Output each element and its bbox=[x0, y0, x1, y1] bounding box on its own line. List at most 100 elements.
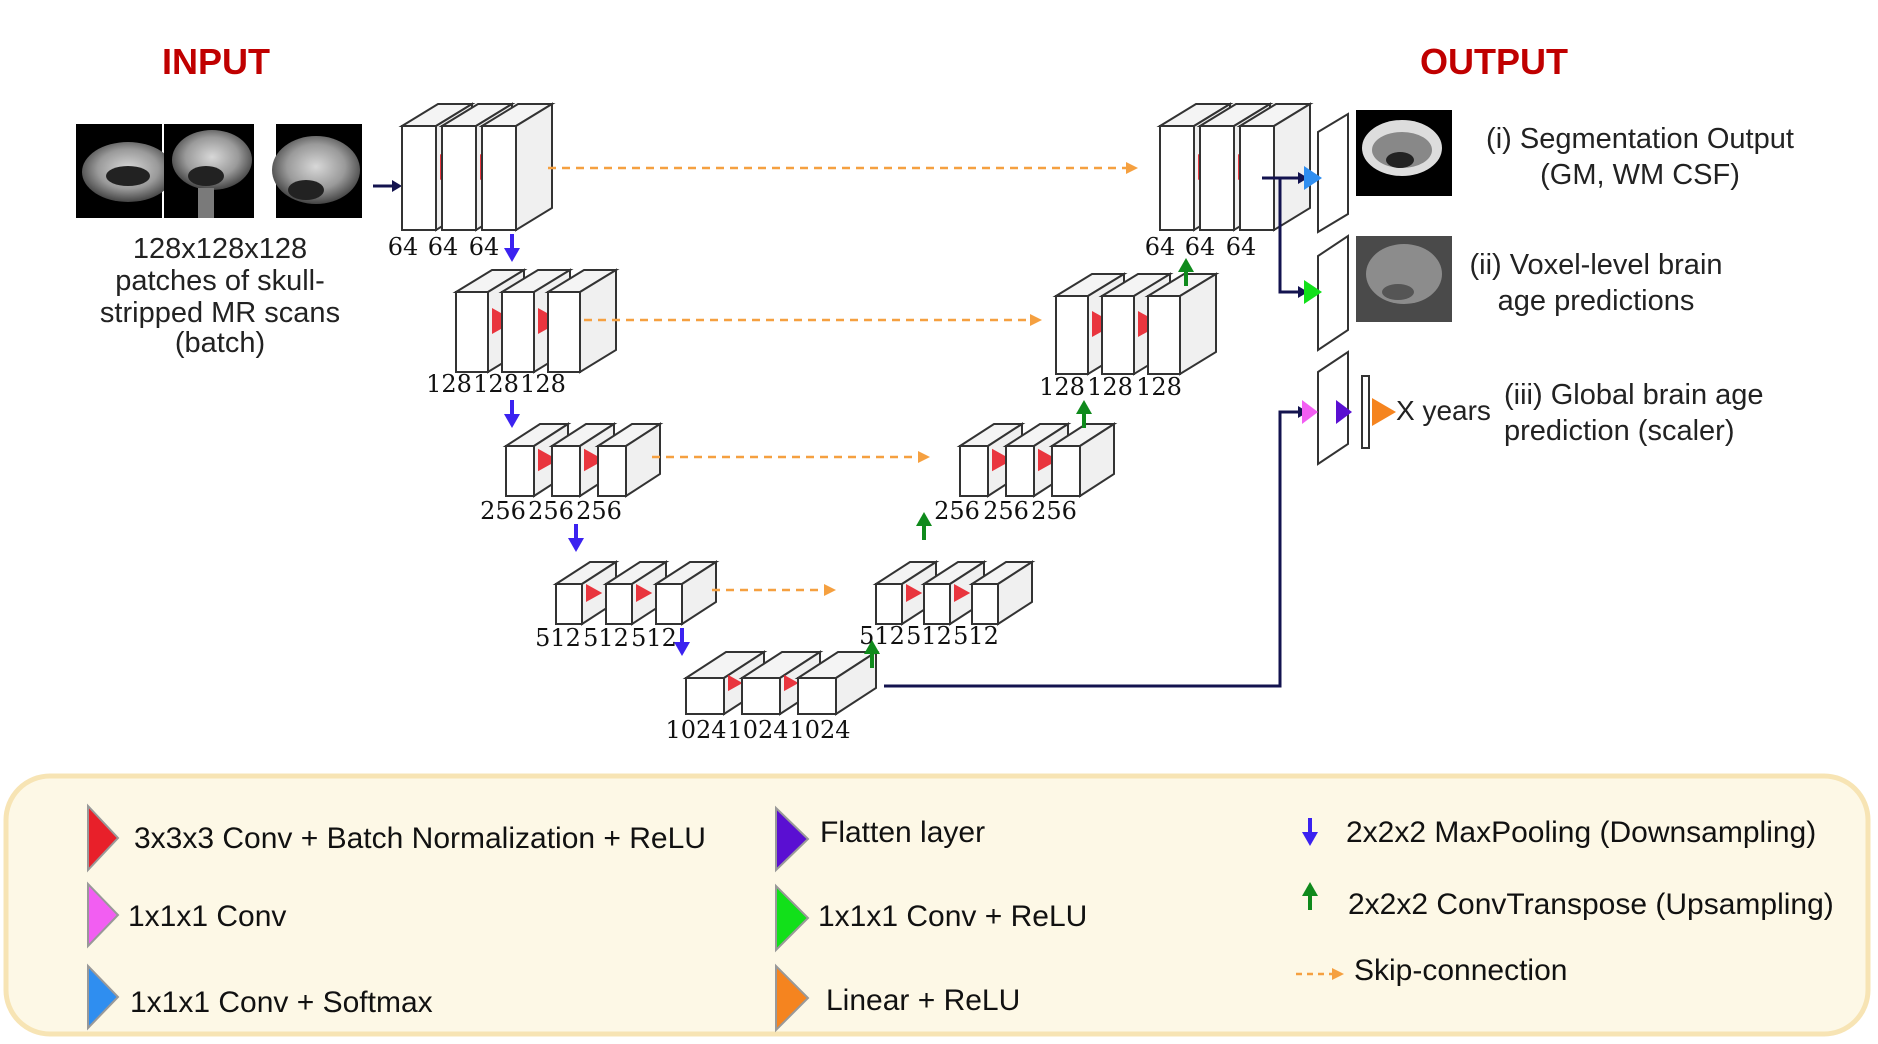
dec4-label-1: 64 bbox=[1145, 233, 1176, 261]
feature-map-slab bbox=[920, 560, 988, 626]
feature-map-slab bbox=[552, 560, 620, 626]
segmentation-output-image bbox=[1356, 110, 1452, 196]
encoder-block-1 bbox=[398, 102, 556, 232]
legend-item-flatten: Flatten layer bbox=[775, 805, 985, 873]
orange-triangle bbox=[775, 963, 810, 1033]
legend-item-1x1-conv: 1x1x1 Conv bbox=[87, 881, 286, 949]
down-arrow-icon bbox=[1302, 818, 1318, 846]
dec3-label-1: 128 bbox=[1039, 373, 1085, 401]
down-arrow-icon bbox=[504, 234, 520, 262]
magenta-triangle bbox=[1302, 400, 1318, 424]
output-header: OUTPUT bbox=[1420, 41, 1568, 82]
decoder-block-1 bbox=[872, 560, 1036, 626]
skip-connections bbox=[548, 162, 1138, 596]
purple-triangle bbox=[775, 805, 810, 873]
enc1-label-1: 64 bbox=[388, 233, 419, 261]
voxel-age-output-image bbox=[1356, 236, 1452, 322]
red-triangle bbox=[538, 448, 559, 472]
legend-label-linear-relu: Linear + ReLU bbox=[826, 984, 1020, 1017]
legend-label-skip: Skip-connection bbox=[1354, 954, 1567, 987]
mri-image-2 bbox=[164, 124, 254, 218]
voxel-text-line-1: (ii) Voxel-level brain bbox=[1469, 249, 1722, 281]
skip-connection-2 bbox=[584, 314, 1042, 326]
skip-connection-4 bbox=[712, 584, 836, 596]
enc3-label-1: 256 bbox=[480, 497, 526, 525]
legend-label-convtranspose: 2x2x2 ConvTranspose (Upsampling) bbox=[1348, 888, 1834, 921]
input-mri-images bbox=[76, 124, 362, 218]
bottleneck-label-2: 1024 bbox=[727, 716, 788, 744]
legend-item-skip: Skip-connection bbox=[1296, 954, 1567, 987]
encoder-labels: 64 64 64 128 128 128 256 256 256 512 512… bbox=[388, 233, 677, 652]
up-arrow-icon bbox=[1076, 400, 1092, 428]
purple-triangle bbox=[1336, 400, 1352, 424]
legend-label-flatten: Flatten layer bbox=[820, 816, 985, 849]
seg-text-line-1: (i) Segmentation Output bbox=[1486, 123, 1794, 155]
legend-box bbox=[3, 773, 1871, 1037]
dec2-label-2: 256 bbox=[983, 497, 1029, 525]
legend-item-conv-bn-relu: 3x3x3 Conv + Batch Normalization + ReLU bbox=[87, 803, 706, 873]
input-caption-line-3: stripped MR scans bbox=[100, 297, 340, 329]
enc2-label-1: 128 bbox=[426, 370, 472, 398]
enc1-label-3: 64 bbox=[469, 233, 500, 261]
legend-item-maxpool: 2x2x2 MaxPooling (Downsampling) bbox=[1302, 816, 1816, 849]
enc3-label-2: 256 bbox=[528, 497, 574, 525]
red-triangle bbox=[586, 584, 603, 602]
legend: 3x3x3 Conv + Batch Normalization + ReLU … bbox=[3, 773, 1871, 1037]
feature-map-slab bbox=[1048, 422, 1118, 498]
dec2-label-3: 256 bbox=[1031, 497, 1077, 525]
red-triangle bbox=[1038, 448, 1059, 472]
dashed-arrow-icon bbox=[1296, 968, 1344, 980]
output-global-text: (iii) Global brain age prediction (scale… bbox=[1504, 379, 1764, 447]
red-triangle bbox=[906, 584, 923, 602]
dec1-label-2: 512 bbox=[906, 622, 952, 650]
global-text-line-1: (iii) Global brain age bbox=[1504, 379, 1764, 411]
enc4-label-3: 512 bbox=[631, 624, 677, 652]
decoder-block-2 bbox=[956, 422, 1118, 498]
down-arrow-icon bbox=[674, 628, 690, 656]
upsampling-arrows bbox=[864, 258, 1194, 668]
layer-blocks bbox=[398, 102, 1314, 716]
seg-text-line-2: (GM, WM CSF) bbox=[1540, 159, 1740, 191]
feature-map-slab bbox=[478, 102, 556, 232]
output-head-global bbox=[1302, 350, 1396, 466]
red-triangle bbox=[954, 584, 971, 602]
legend-item-1x1-relu: 1x1x1 Conv + ReLU bbox=[775, 883, 1087, 953]
dec4-label-3: 64 bbox=[1226, 233, 1257, 261]
enc1-label-2: 64 bbox=[428, 233, 459, 261]
up-arrow-icon bbox=[1178, 258, 1194, 286]
orange-triangle bbox=[1372, 398, 1396, 426]
magenta-triangle bbox=[87, 881, 120, 949]
input-header: INPUT bbox=[162, 41, 270, 82]
red-triangle bbox=[636, 584, 653, 602]
input-arrow-icon bbox=[373, 180, 402, 192]
red-triangle bbox=[728, 674, 743, 692]
feature-map-slab bbox=[602, 560, 670, 626]
encoder-block-4 bbox=[552, 560, 720, 626]
enc4-label-1: 512 bbox=[535, 624, 581, 652]
dec1-label-3: 512 bbox=[953, 622, 999, 650]
red-triangle bbox=[584, 448, 605, 472]
legend-item-convtranspose: 2x2x2 ConvTranspose (Upsampling) bbox=[1302, 882, 1834, 921]
feature-map-slab bbox=[1144, 272, 1220, 376]
legend-item-linear-relu: Linear + ReLU bbox=[775, 963, 1020, 1033]
decoder-labels: 512 512 512 256 256 256 128 128 128 64 6… bbox=[859, 233, 1256, 650]
down-arrow-icon bbox=[504, 400, 520, 428]
output-head-voxel bbox=[1304, 234, 1349, 352]
up-arrow-icon bbox=[916, 512, 932, 540]
enc4-label-2: 512 bbox=[583, 624, 629, 652]
mri-image-3 bbox=[272, 124, 362, 218]
legend-label-1x1-conv: 1x1x1 Conv bbox=[128, 900, 286, 933]
decoder-block-4 bbox=[1156, 102, 1314, 232]
feature-map-slab bbox=[594, 422, 664, 498]
feature-map-slab bbox=[652, 560, 720, 626]
input-caption-line-2: patches of skull- bbox=[115, 265, 325, 297]
encoder-block-2 bbox=[452, 268, 620, 374]
output-seg-text: (i) Segmentation Output (GM, WM CSF) bbox=[1486, 123, 1794, 191]
legend-label-conv-bn-relu: 3x3x3 Conv + Batch Normalization + ReLU bbox=[134, 822, 706, 855]
green-triangle bbox=[1304, 280, 1322, 304]
output-connectors bbox=[884, 172, 1308, 688]
down-arrow-icon bbox=[568, 524, 584, 552]
input-caption: 128x128x128 patches of skull- stripped M… bbox=[100, 233, 340, 359]
downsampling-arrows bbox=[504, 234, 690, 656]
